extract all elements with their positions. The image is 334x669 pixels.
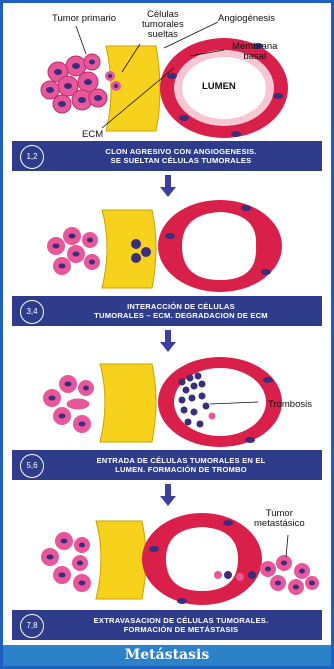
step-description: CLON AGRESIVO CON ANGIOGENESIS. SE SUELT… — [48, 141, 314, 171]
panel-step-3: Trombosis — [6, 352, 328, 450]
label-metastatic-tumor: Tumor metastásico — [254, 509, 305, 529]
blood-vessel — [142, 513, 262, 605]
step-number-badge: 1,2 — [20, 145, 44, 169]
metastatic-tumor — [260, 555, 319, 595]
caption-step-3: 5,6 ENTRADA DE CÉLULAS TUMORALES EN EL L… — [12, 450, 322, 480]
down-arrow-icon — [160, 175, 176, 197]
label-loose-cells: Células tumorales sueltas — [142, 10, 184, 40]
caption-step-2: 3,4 INTERACCIÓN DE CÉLULAS TUMORALES – E… — [12, 296, 322, 326]
step-number-badge: 7,8 — [20, 614, 44, 638]
metastasis-pointer — [286, 535, 288, 557]
ecm-layer — [100, 364, 156, 442]
step-description: EXTRAVASACION DE CÉLULAS TUMORALES. FORM… — [48, 610, 314, 640]
label-thrombosis: Trombosis — [268, 400, 312, 410]
blood-vessel — [158, 200, 282, 292]
panel-step-1: Tumor primario Células tumorales sueltas… — [6, 6, 328, 141]
label-basal-membrane: Membrana basal — [232, 42, 277, 62]
panel-step-4: Tumor metastásico — [6, 505, 328, 609]
step-number-badge: 3,4 — [20, 300, 44, 324]
step-description: ENTRADA DE CÉLULAS TUMORALES EN EL LUMEN… — [48, 450, 314, 480]
figure-title: Metástasis — [3, 645, 331, 666]
caption-step-1: 1,2 CLON AGRESIVO CON ANGIOGENESIS. SE S… — [12, 141, 322, 171]
caption-step-4: 7,8 EXTRAVASACION DE CÉLULAS TUMORALES. … — [12, 610, 322, 640]
step-number-badge: 5,6 — [20, 454, 44, 478]
ecm-layer — [96, 521, 146, 599]
down-arrow-icon — [160, 330, 176, 352]
label-angiogenesis: Angiogénesis — [218, 14, 275, 24]
panel-step-2 — [6, 196, 328, 296]
label-primary-tumor: Tumor primario — [52, 14, 116, 24]
label-lumen: LUMEN — [202, 82, 236, 92]
tumor-cluster — [43, 375, 94, 433]
primary-tumor-cluster — [41, 54, 107, 113]
blood-vessel — [158, 357, 282, 447]
label-ecm: ECM — [82, 130, 103, 140]
tumor-cluster — [47, 227, 100, 275]
tumor-cluster — [41, 532, 91, 592]
step-description: INTERACCIÓN DE CÉLULAS TUMORALES – ECM. … — [48, 296, 314, 326]
down-arrow-icon — [160, 484, 176, 506]
